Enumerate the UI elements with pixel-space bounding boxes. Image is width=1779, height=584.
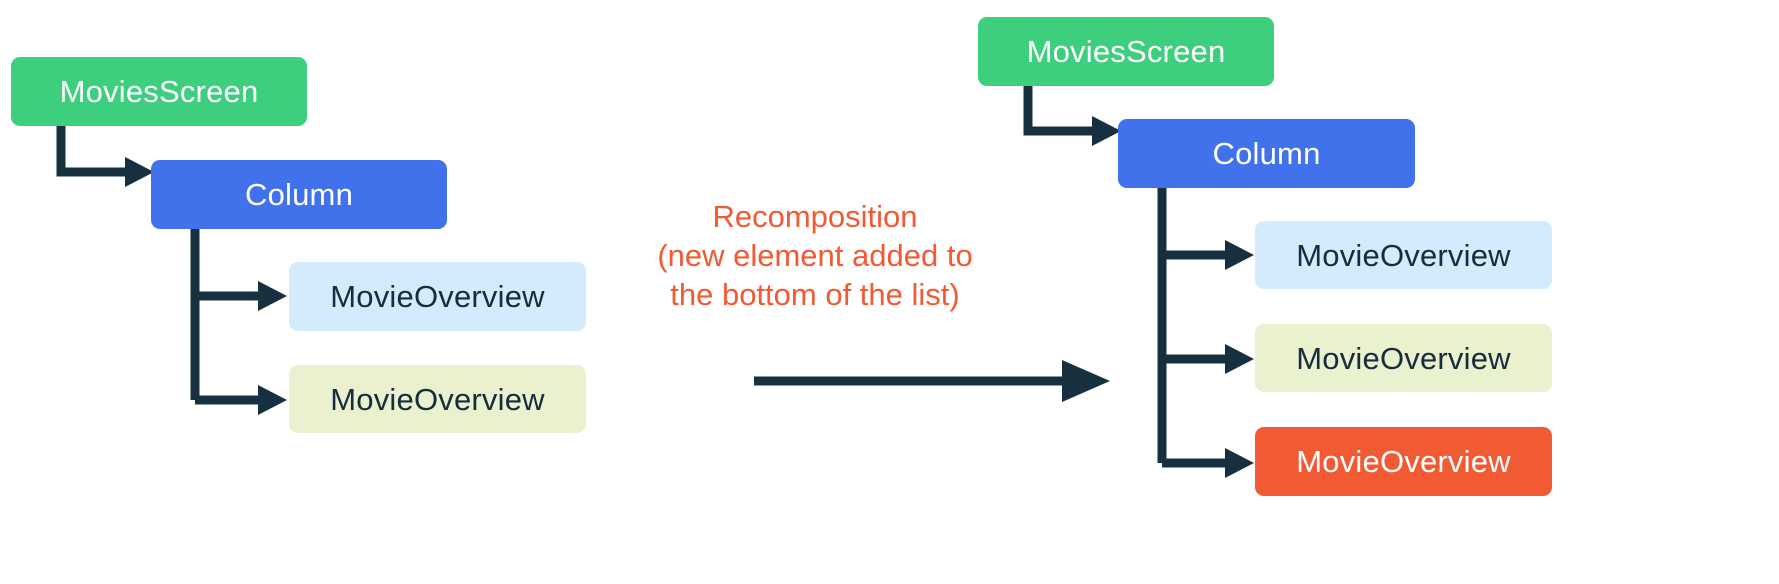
node-movies-screen[interactable]: MoviesScreen [11,57,307,126]
node-movie-overview-3-new[interactable]: MovieOverview [1255,427,1552,496]
edge-moviesscreen-to-column-after [1022,81,1132,157]
caption-line-1: Recomposition [712,199,918,234]
node-column[interactable]: Column [151,160,447,229]
caption-line-2: (new element added to [657,238,973,274]
node-movie-overview-2[interactable]: MovieOverview [289,365,586,433]
caption-line-3: the bottom of the list) [670,277,960,313]
recomposition-caption: Recomposition (new element added to the … [655,197,975,314]
node-movies-screen-after[interactable]: MoviesScreen [978,17,1274,86]
node-movie-overview-1[interactable]: MovieOverview [289,262,586,331]
recomposition-arrow-icon [752,358,1122,406]
node-movie-overview-2-after[interactable]: MovieOverview [1255,324,1552,392]
node-movie-overview-1-after[interactable]: MovieOverview [1255,221,1552,289]
node-column-after[interactable]: Column [1118,119,1415,188]
edge-moviesscreen-to-column [55,122,165,198]
